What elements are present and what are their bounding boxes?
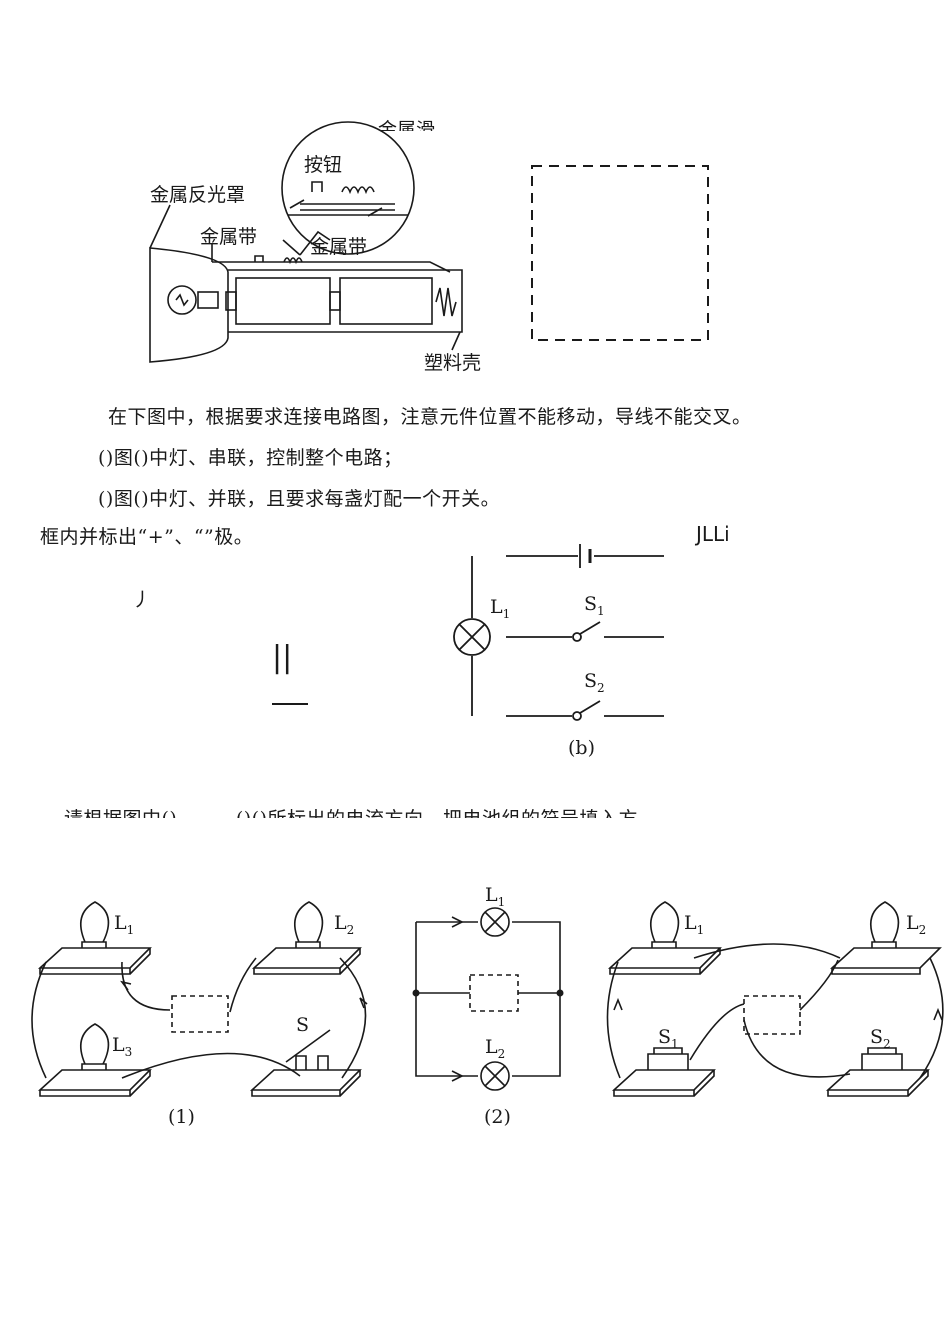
- label-plastic-shell: 塑料壳: [424, 352, 482, 374]
- fig3-s2-board: [825, 1069, 930, 1091]
- label-button: 按钮: [304, 154, 343, 176]
- fig2-arrow-top: [451, 916, 464, 928]
- instruction-line-5: 请根据图中() ()()所标出的电流方向，把电池组的符号填入方: [64, 804, 638, 818]
- fig3-l1-label: L1: [684, 912, 705, 937]
- fig3-l2-board: [829, 947, 942, 969]
- fig1-l2-label: L2: [334, 912, 355, 937]
- label-metal-strip-right: 金属带: [310, 236, 368, 258]
- fig1-l1-bulb-icon: [79, 901, 110, 948]
- bulb-icon: [167, 285, 197, 315]
- circuit-b-caption: (b): [568, 737, 595, 759]
- fig2-l1-lamp-icon: [480, 907, 510, 937]
- fig2-node-left: [412, 989, 420, 997]
- zoom-circle: [281, 121, 415, 255]
- circuit-b-s2-label: S2: [584, 670, 605, 695]
- fig3-s1-switch-icon: [647, 1047, 689, 1070]
- spring-icon: [435, 287, 457, 317]
- line5-clip: 请根据图中() ()()所标出的电流方向，把电池组的符号填入方: [60, 802, 760, 818]
- stray-text-hook: 丿: [132, 589, 152, 611]
- fig2-l2-lamp-icon: [480, 1061, 510, 1091]
- fig3-s2-switch-icon: [861, 1047, 903, 1070]
- fig2-caption: (2): [484, 1106, 511, 1128]
- fig1-caption: (1): [168, 1106, 195, 1128]
- instruction-line-4: 框内并标出“+”、“”极。: [40, 526, 254, 548]
- fig1-l3-bulb-icon: [79, 1023, 110, 1070]
- instruction-line-1: 在下图中，根据要求连接电路图，注意元件位置不能移动，导线不能交叉。: [108, 406, 752, 428]
- fig1-battery-box: [171, 995, 229, 1033]
- instruction-line-3: ()图()中灯、并联，且要求每盏灯配一个开关。: [98, 488, 501, 510]
- fig2-l2-label: L2: [485, 1036, 506, 1061]
- answer-box-dashed: [531, 165, 709, 341]
- fig3-s2-label: S2: [870, 1026, 891, 1051]
- label-clip-slider: 金属滑: [378, 117, 448, 131]
- fig2-l1-label: L1: [485, 884, 506, 909]
- fig3-l1-board: [607, 947, 722, 969]
- fig3-battery-box: [743, 995, 801, 1035]
- circuit-b-s1-label: S1: [584, 593, 605, 618]
- fig1-l1-label: L1: [114, 912, 135, 937]
- battery-2: [339, 277, 433, 325]
- lamp-l1-icon: [453, 618, 491, 656]
- stray-text-jlli: JLLi: [696, 522, 730, 546]
- fig1-s-label: S: [296, 1014, 310, 1036]
- fig3-s1-label: S1: [658, 1026, 679, 1051]
- stray-text-bars: ||: [272, 640, 293, 675]
- fig2-outer-loop: [415, 921, 561, 1077]
- fig3-l1-bulb-icon: [649, 901, 680, 948]
- fig2-battery-box: [469, 974, 519, 1012]
- fig2-arrow-bottom: [451, 1070, 464, 1082]
- fig3-l2-label: L2: [906, 912, 927, 937]
- plastic-shell: [228, 269, 463, 333]
- reflector-shape: [149, 247, 229, 363]
- instruction-line-2: ()图()中灯、串联，控制整个电路；: [98, 447, 403, 469]
- fig3-l2-bulb-icon: [869, 901, 900, 948]
- label-metal-strip-left: 金属带: [200, 226, 258, 248]
- label-metal-slider: 金属滑: [378, 119, 436, 131]
- fig1-l3-label: L3: [112, 1034, 133, 1059]
- fig2-node-right: [556, 989, 564, 997]
- fig1-l2-bulb-icon: [293, 901, 324, 948]
- switch-s2-blade: [579, 700, 601, 714]
- stray-dash: [272, 703, 308, 705]
- label-reflector: 金属反光罩: [150, 184, 246, 206]
- fig1-switch-icon: [285, 1029, 331, 1070]
- fig3-s1-board: [611, 1069, 716, 1091]
- switch-s1-blade: [579, 621, 601, 635]
- circuit-b-l1-label: L1: [490, 596, 511, 621]
